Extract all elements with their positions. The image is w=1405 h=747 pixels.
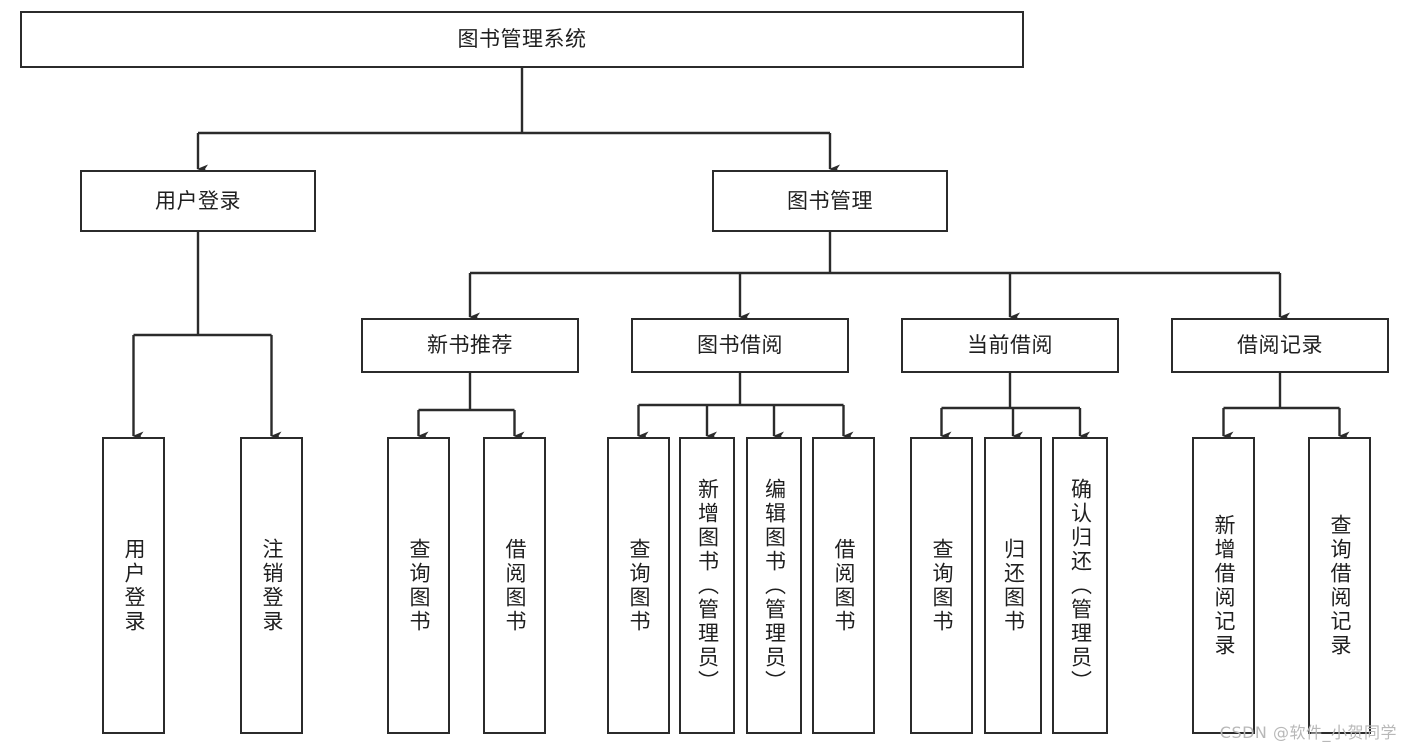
node-bk-edit[interactable]: 编辑图书（管理员） (746, 437, 802, 734)
node-nb-borrow[interactable]: 借阅图书 (483, 437, 546, 734)
node-userlogin[interactable]: 用户登录 (102, 437, 165, 734)
connector-paths (132, 68, 1350, 441)
node-label-rc-query: 查询借阅记录 (1328, 513, 1352, 658)
node-nb-query[interactable]: 查询图书 (387, 437, 450, 734)
node-label-bk-edit: 编辑图书（管理员） (762, 477, 787, 694)
node-label-bk-query: 查询图书 (627, 537, 651, 634)
node-cb-confirm[interactable]: 确认归还（管理员） (1052, 437, 1108, 734)
node-label-rc-add: 新增借阅记录 (1212, 513, 1236, 658)
node-label-cb-query: 查询图书 (930, 537, 954, 634)
node-label-borrow: 图书借阅 (697, 333, 783, 358)
node-label-bookmgmt: 图书管理 (787, 188, 873, 213)
node-label-nb-query: 查询图书 (407, 537, 431, 634)
node-label-nb-borrow: 借阅图书 (503, 537, 527, 634)
node-cb-return[interactable]: 归还图书 (984, 437, 1042, 734)
node-rc-add[interactable]: 新增借阅记录 (1192, 437, 1255, 734)
node-label-bk-add: 新增图书（管理员） (695, 477, 720, 694)
watermark-text: CSDN @软件_小贺同学 (1219, 723, 1397, 742)
node-cb-query[interactable]: 查询图书 (910, 437, 973, 734)
node-label-userlogin: 用户登录 (122, 537, 146, 634)
node-logout[interactable]: 注销登录 (240, 437, 303, 734)
node-label-login: 用户登录 (155, 188, 241, 213)
node-label-bk-borrow: 借阅图书 (832, 537, 856, 634)
node-current[interactable]: 当前借阅 (901, 318, 1119, 373)
node-label-cb-confirm: 确认归还（管理员） (1068, 477, 1093, 694)
node-bk-borrow[interactable]: 借阅图书 (812, 437, 875, 734)
node-records[interactable]: 借阅记录 (1171, 318, 1389, 373)
node-label-records: 借阅记录 (1237, 333, 1323, 358)
node-newbook[interactable]: 新书推荐 (361, 318, 579, 373)
node-bk-add[interactable]: 新增图书（管理员） (679, 437, 735, 734)
node-label-newbook: 新书推荐 (427, 333, 513, 358)
node-borrow[interactable]: 图书借阅 (631, 318, 849, 373)
node-label-logout: 注销登录 (260, 537, 284, 634)
node-bookmgmt[interactable]: 图书管理 (712, 170, 948, 232)
node-label-current: 当前借阅 (967, 333, 1053, 358)
node-label-cb-return: 归还图书 (1001, 537, 1026, 634)
node-rc-query[interactable]: 查询借阅记录 (1308, 437, 1371, 734)
node-bk-query[interactable]: 查询图书 (607, 437, 670, 734)
node-label-root: 图书管理系统 (457, 27, 587, 52)
node-login[interactable]: 用户登录 (80, 170, 316, 232)
node-root[interactable]: 图书管理系统 (20, 11, 1024, 68)
